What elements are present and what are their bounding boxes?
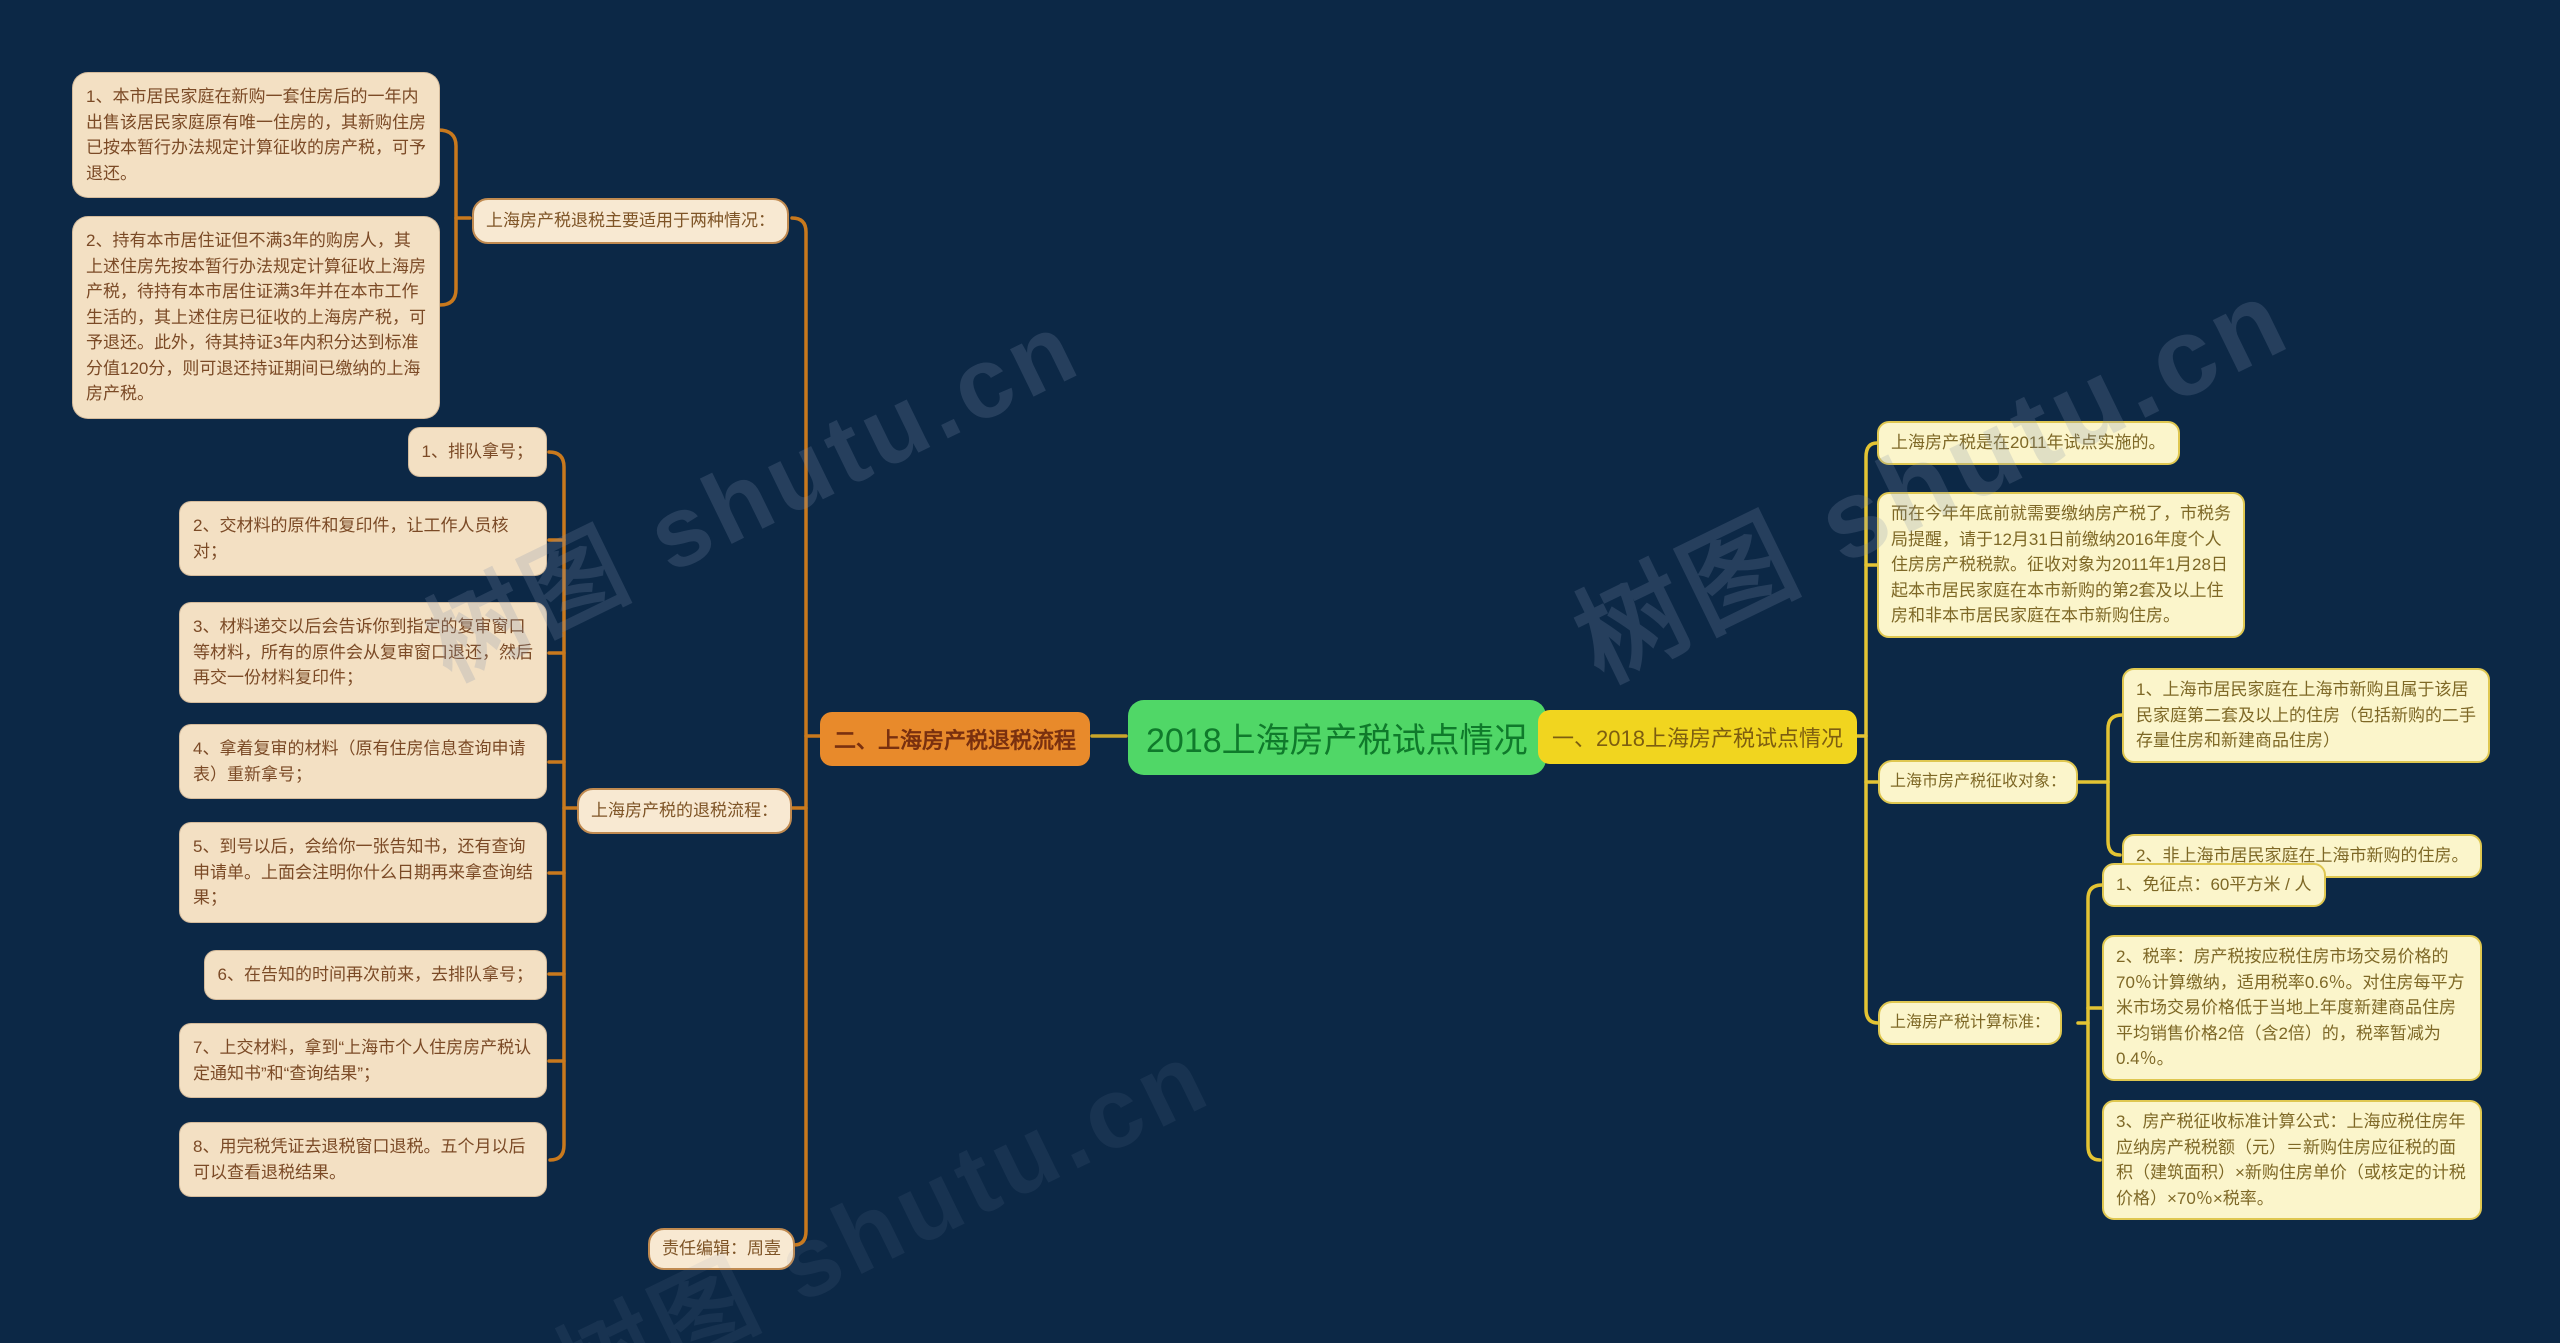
- step-item[interactable]: 3、材料递交以后会告诉你到指定的复审窗口等材料，所有的原件会从复审窗口退还，然后…: [179, 602, 547, 703]
- cases-label-node[interactable]: 上海房产税退税主要适用于两种情况：: [472, 198, 789, 244]
- step-item[interactable]: 4、拿着复审的材料（原有住房信息查询申请表）重新拿号；: [179, 724, 547, 799]
- left-branch-connectors: [436, 128, 822, 1247]
- case-item[interactable]: 2、持有本市居住证但不满3年的购房人，其上述住房先按本暂行办法规定计算征收上海房…: [72, 216, 440, 419]
- connector-line: [436, 128, 458, 307]
- step-item[interactable]: 8、用完税凭证去退税窗口退税。五个月以后可以查看退税结果。: [179, 1122, 547, 1197]
- step-item[interactable]: 7、上交材料，拿到“上海市个人住房房产税认定通知书”和“查询结果”；: [179, 1023, 547, 1098]
- connector-line: [2086, 883, 2104, 1162]
- connector-line: [547, 450, 566, 1162]
- step-item[interactable]: 2、交材料的原件和复印件，让工作人员核对；: [179, 501, 547, 576]
- intro-note[interactable]: 上海房产税是在2011年试点实施的。: [1877, 421, 2180, 465]
- standards-label-node[interactable]: 上海房产税计算标准：: [1878, 1001, 2063, 1045]
- connector-line: [1864, 441, 1880, 1025]
- targets-label-node[interactable]: 上海市房产税征收对象：: [1878, 760, 2079, 804]
- branch-refund-node[interactable]: 二、上海房产税退税流程: [820, 712, 1091, 766]
- step-item[interactable]: 6、在告知的时间再次前来，去排队拿号；: [203, 950, 547, 1000]
- target-item[interactable]: 1、上海市居民家庭在上海市新购且属于该居民家庭第二套及以上的住房（包括新购的二手…: [2122, 668, 2490, 763]
- connector-line: [2106, 713, 2124, 857]
- standard-item[interactable]: 2、税率：房产税按应税住房市场交易价格的70％计算缴纳，适用税率0.6％。对住房…: [2102, 935, 2482, 1081]
- step-item[interactable]: 1、排队拿号；: [407, 427, 547, 477]
- standard-item[interactable]: 3、房产税征收标准计算公式：上海应税住房年应纳房产税税额（元）＝新购住房应征税的…: [2102, 1100, 2482, 1220]
- step-item[interactable]: 5、到号以后，会给你一张告知书，还有查询申请单。上面会注明你什么日期再来拿查询结…: [179, 822, 547, 923]
- deadline-note[interactable]: 而在今年年底前就需要缴纳房产税了，市税务局提醒，请于12月31日前缴纳2016年…: [1877, 492, 2245, 638]
- connector-line: [790, 216, 808, 1247]
- editor-node[interactable]: 责任编辑：周壹: [648, 1228, 795, 1270]
- standard-item[interactable]: 1、免征点：60平方米 / 人: [2102, 863, 2326, 907]
- case-item[interactable]: 1、本市居民家庭在新购一套住房后的一年内出售该居民家庭原有唯一住房的，其新购住房…: [72, 72, 440, 198]
- root-node[interactable]: 2018上海房产税试点情况: [1128, 700, 1546, 775]
- process-label-node[interactable]: 上海房产税的退税流程：: [577, 788, 792, 834]
- branch-pilot-node[interactable]: 一、2018上海房产税试点情况: [1538, 710, 1857, 764]
